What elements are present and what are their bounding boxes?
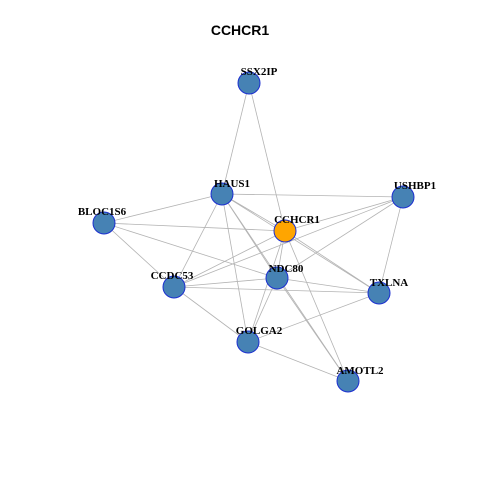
edge-cchcr1-golga2 bbox=[247, 230, 286, 343]
edge-golga2-amotl2 bbox=[247, 341, 349, 382]
node-label: SSX2IP bbox=[241, 66, 278, 78]
node-circle[interactable] bbox=[265, 266, 289, 290]
edge-haus1-bloc1s6 bbox=[103, 193, 223, 224]
node-cchcr1[interactable]: CCHCR1 bbox=[273, 214, 320, 243]
edge-ssx2ip-haus1 bbox=[221, 82, 250, 195]
edge-ndc80-golga2 bbox=[247, 277, 278, 343]
node-amotl2[interactable]: AMOTL2 bbox=[336, 365, 384, 393]
node-label: BLOC1S6 bbox=[78, 206, 127, 218]
edge-haus1-txlna bbox=[221, 193, 380, 294]
node-haus1[interactable]: HAUS1 bbox=[210, 178, 250, 206]
node-circle[interactable] bbox=[336, 369, 360, 393]
node-layer: SSX2IP HAUS1 USHBP1BLOC1S6CCHCR1NDC80CCDC5… bbox=[78, 66, 436, 393]
node-circle[interactable] bbox=[162, 275, 186, 299]
node-circle[interactable] bbox=[237, 71, 261, 95]
edge-cchcr1-txlna bbox=[284, 230, 380, 294]
edge-ssx2ip-cchcr1 bbox=[248, 82, 286, 232]
node-circle[interactable] bbox=[210, 182, 234, 206]
edge-bloc1s6-ndc80 bbox=[103, 222, 278, 279]
node-golga2[interactable]: GOLGA2 bbox=[236, 325, 283, 354]
edge-cchcr1-ccdc53 bbox=[173, 230, 286, 288]
edge-ndc80-ccdc53 bbox=[173, 277, 278, 288]
edge-bloc1s6-cchcr1 bbox=[103, 222, 286, 232]
edge-ccdc53-txlna bbox=[173, 286, 380, 294]
edge-ndc80-txlna bbox=[276, 277, 380, 294]
node-circle[interactable] bbox=[236, 330, 260, 354]
node-ccdc53[interactable]: CCDC53 bbox=[151, 270, 194, 299]
node-circle[interactable] bbox=[391, 185, 415, 209]
node-label: GOLGA2 bbox=[236, 325, 283, 337]
edge-haus1-golga2 bbox=[221, 193, 249, 343]
node-label: NDC80 bbox=[269, 263, 304, 275]
edge-ndc80-amotl2 bbox=[276, 277, 349, 382]
node-ssx2ip[interactable]: SSX2IP bbox=[237, 66, 278, 95]
edge-txlna-golga2 bbox=[247, 292, 380, 343]
edge-haus1-ccdc53 bbox=[173, 193, 223, 288]
node-circle[interactable] bbox=[367, 281, 391, 305]
edge-ushbp1-ndc80 bbox=[276, 196, 404, 279]
node-txlna[interactable]: TXLNA bbox=[367, 277, 409, 305]
node-ndc80[interactable]: NDC80 bbox=[265, 263, 304, 290]
edge-ushbp1-txlna bbox=[378, 196, 404, 294]
node-circle[interactable] bbox=[273, 219, 297, 243]
node-label: HAUS1 bbox=[214, 178, 250, 190]
node-label: USHBP1 bbox=[394, 180, 436, 192]
node-bloc1s6[interactable]: BLOC1S6 bbox=[78, 206, 127, 235]
node-circle[interactable] bbox=[92, 211, 116, 235]
node-label: AMOTL2 bbox=[336, 365, 384, 377]
node-label: CCDC53 bbox=[151, 270, 194, 282]
node-label: CCHCR1 bbox=[274, 214, 320, 226]
edge-ushbp1-cchcr1 bbox=[284, 196, 404, 232]
edge-haus1-ushbp1 bbox=[221, 193, 404, 198]
node-ushbp1[interactable]: USHBP1 bbox=[391, 180, 436, 209]
edge-bloc1s6-ccdc53 bbox=[103, 222, 175, 288]
edge-ccdc53-golga2 bbox=[173, 286, 249, 343]
edge-cchcr1-amotl2 bbox=[284, 230, 349, 382]
node-label: TXLNA bbox=[370, 277, 409, 289]
edge-layer bbox=[103, 82, 404, 382]
edge-ushbp1-ccdc53 bbox=[173, 196, 404, 288]
graph-title: CCHCR1 bbox=[210, 22, 270, 38]
